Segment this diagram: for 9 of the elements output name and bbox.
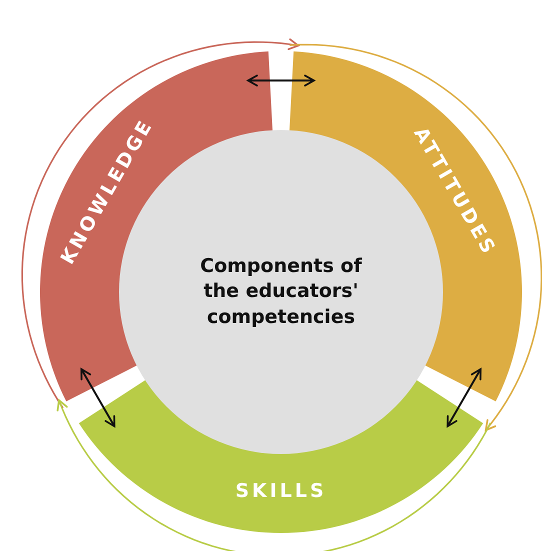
center-title: Components of the educators' competencies xyxy=(199,254,363,330)
cycle-arrow xyxy=(56,399,492,551)
cycle-arrow xyxy=(21,38,300,408)
double-arrow xyxy=(80,368,116,428)
ring-segment xyxy=(78,379,484,533)
segment-label: SKILLS xyxy=(235,480,327,502)
double-arrow xyxy=(247,74,315,86)
double-arrow xyxy=(446,368,482,428)
cycle-arrow xyxy=(290,44,542,432)
